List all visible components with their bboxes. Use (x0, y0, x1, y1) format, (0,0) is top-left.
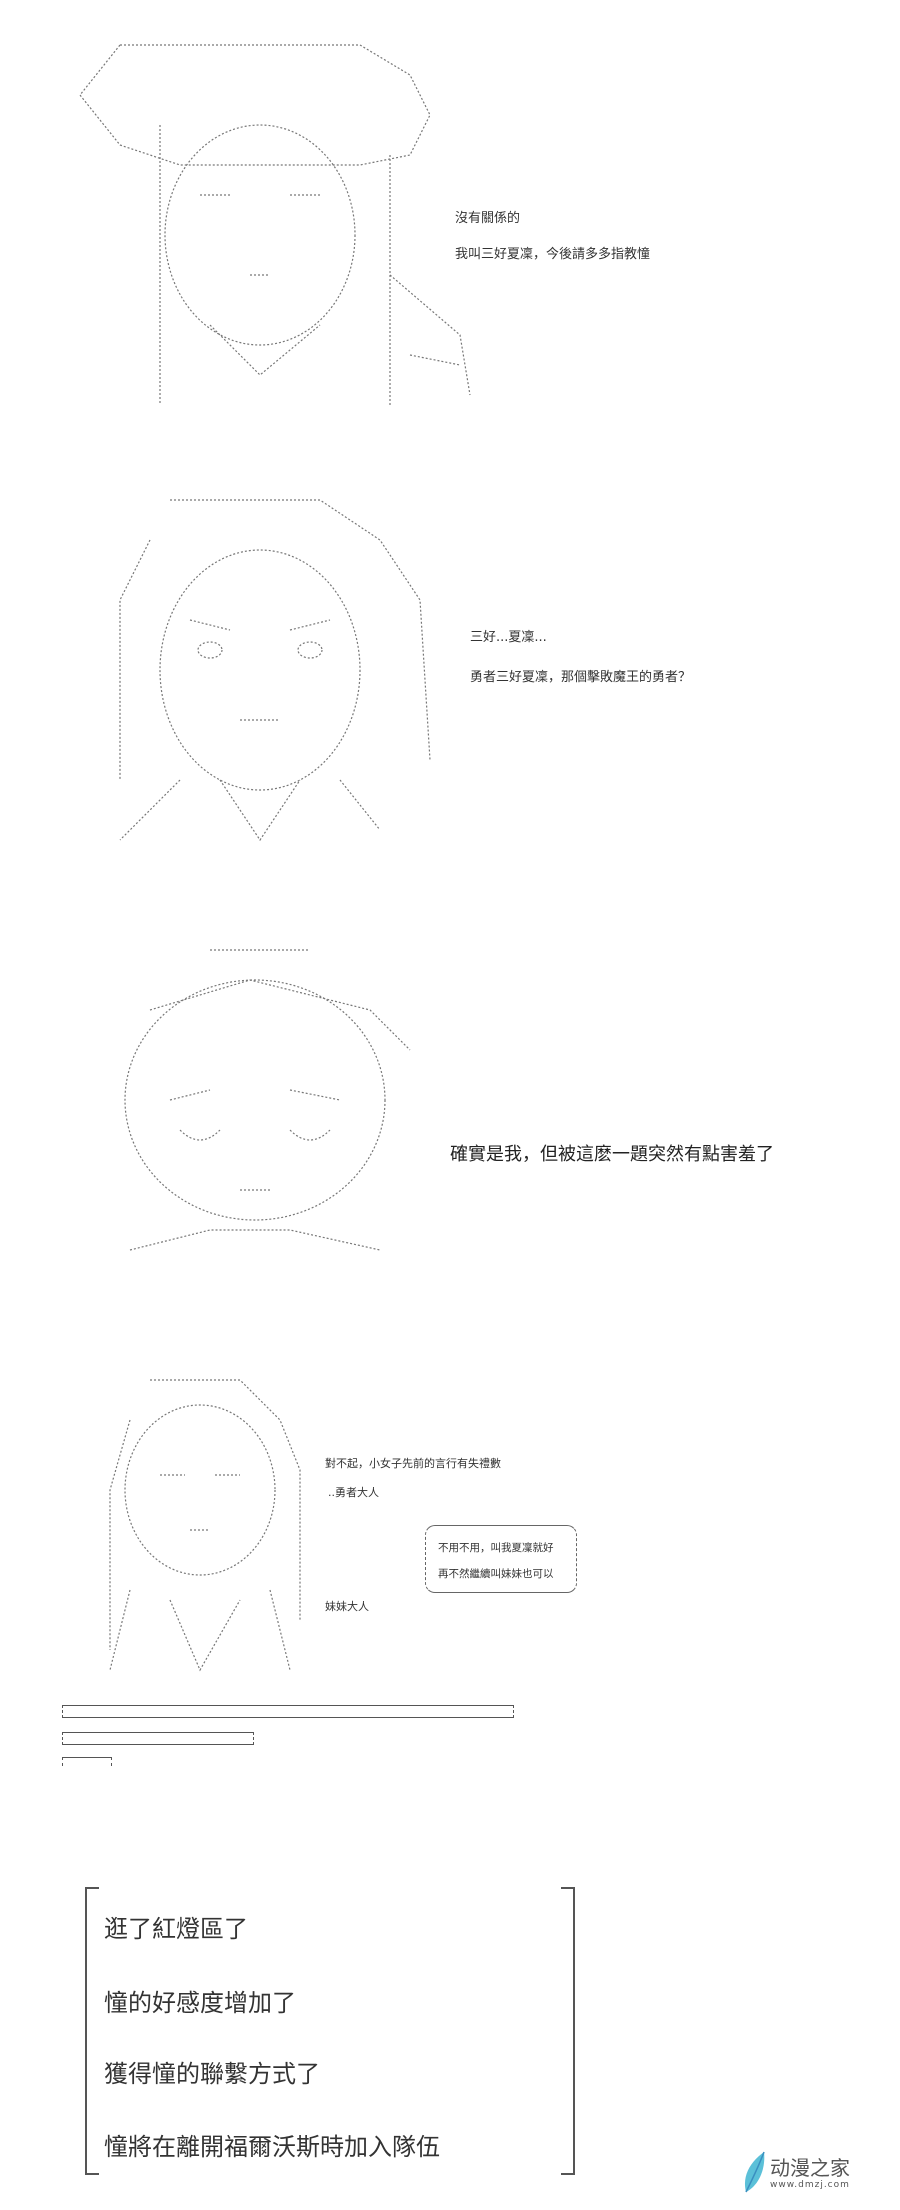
bubble-line: 不用不用，叫我夏凜就好 (438, 1542, 554, 1554)
watermark-name: 动漫之家 (770, 2156, 850, 2180)
ascii-art-character-2 (60, 480, 460, 860)
bubble-line: 再不然繼續叫妹妹也可以 (438, 1568, 554, 1580)
status-box: 逛了紅燈區了 憧的好感度增加了 獲得憧的聯繫方式了 憧將在離開福爾沃斯時加入隊伍 (85, 1887, 575, 2175)
watermark-url: www.dmzj.com (770, 2180, 850, 2190)
status-line: 獲得憧的聯繫方式了 (104, 2060, 320, 2088)
empty-bar (62, 1757, 112, 1766)
status-line: 逛了紅燈區了 (104, 1915, 248, 1943)
dialogue-line: 確實是我，但被這麽一題突然有點害羞了 (450, 1144, 774, 1165)
leaf-logo-icon (744, 2151, 765, 2193)
dialogue-line: 沒有關係的 (455, 211, 521, 226)
dialogue-line: 對不起，小女子先前的言行有失禮數 (325, 1457, 501, 1470)
ascii-art-character-4 (90, 1370, 330, 1680)
status-line: 憧將在離開福爾沃斯時加入隊伍 (104, 2133, 440, 2161)
right-bracket (561, 1887, 575, 2175)
left-bracket (85, 1887, 99, 2175)
empty-bar (62, 1705, 514, 1718)
dmzj-watermark: 动漫之家 www.dmzj.com (740, 2150, 890, 2200)
dialogue-line: 三好...夏凜... (470, 630, 547, 645)
status-line: 憧的好感度增加了 (104, 1989, 296, 2017)
ascii-art-character-1 (60, 35, 480, 420)
speech-bubble: 不用不用，叫我夏凜就好 再不然繼續叫妹妹也可以 (425, 1525, 577, 1593)
empty-bar (62, 1732, 254, 1745)
dialogue-line: 妹妹大人 (325, 1600, 369, 1613)
dialogue-line: ..勇者大人 (328, 1486, 379, 1499)
ascii-art-character-3 (90, 930, 420, 1260)
dialogue-line: 勇者三好夏凜，那個擊敗魔王的勇者？ (470, 670, 692, 685)
dialogue-line: 我叫三好夏凜，今後請多多指教憧 (455, 247, 651, 262)
